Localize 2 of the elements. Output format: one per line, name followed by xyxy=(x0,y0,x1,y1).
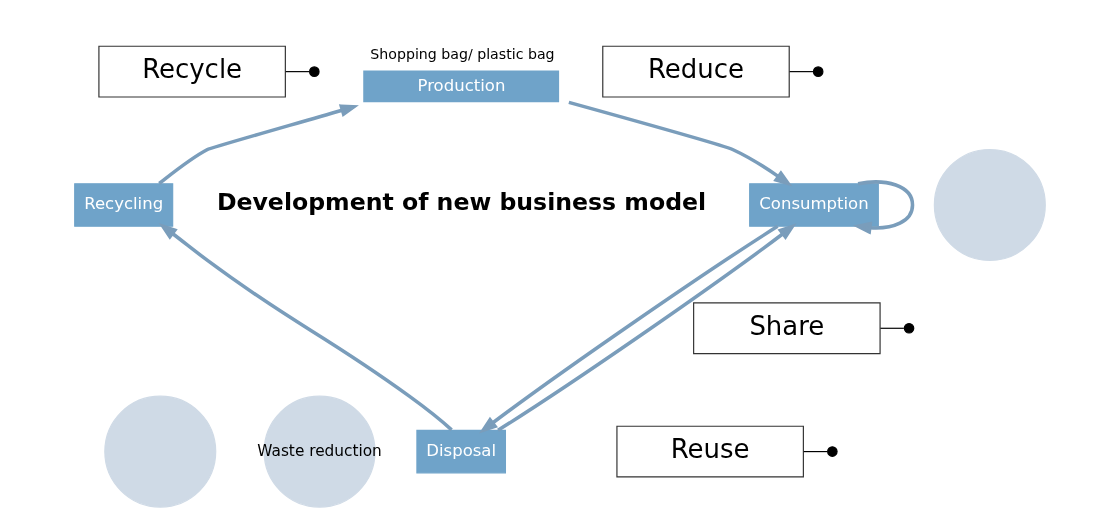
label: Development of new business model xyxy=(216,187,706,216)
node-label: Shopping bag/ plastic bag xyxy=(369,46,555,63)
